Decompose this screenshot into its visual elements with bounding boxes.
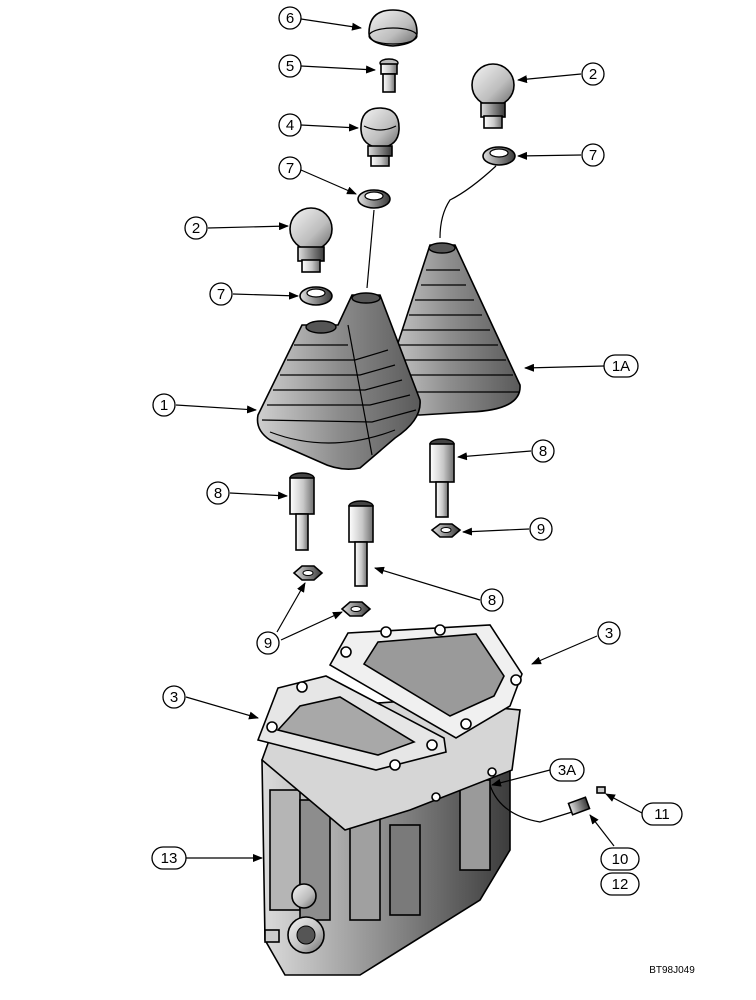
- callout-12: 12: [600, 872, 640, 896]
- lever-rod-center-part: [348, 500, 374, 587]
- single-bellows-boot-part: [381, 242, 521, 416]
- gasket-plate-left-part: [256, 675, 447, 771]
- drawing-reference-code: BT98J049: [649, 965, 695, 976]
- valve-body-part: [261, 759, 511, 976]
- svg-text:6: 6: [286, 10, 294, 27]
- svg-text:11: 11: [654, 806, 670, 823]
- svg-text:13: 13: [161, 850, 178, 867]
- svg-text:2: 2: [589, 66, 597, 83]
- lever-rod-right-part: [429, 438, 455, 518]
- callout-13: 13: [151, 846, 187, 870]
- callout-2-upper: 2: [581, 62, 605, 86]
- callout-7-middle: 7: [278, 156, 302, 180]
- dome-cap-part: [368, 9, 418, 47]
- callout-3-left: 3: [162, 685, 186, 709]
- svg-text:9: 9: [264, 635, 272, 652]
- svg-text:7: 7: [589, 147, 597, 164]
- callout-6: 6: [278, 6, 302, 30]
- gasket-plate-right-part: [328, 624, 523, 739]
- svg-text:1: 1: [160, 397, 168, 414]
- svg-text:7: 7: [217, 286, 225, 303]
- pin-part: [379, 58, 399, 93]
- svg-text:3: 3: [170, 689, 178, 706]
- callout-10: 10: [600, 847, 640, 871]
- hex-nut-left-part: [292, 565, 324, 581]
- svg-text:12: 12: [612, 876, 629, 893]
- callout-8-right: 8: [531, 439, 555, 463]
- callout-3-right: 3: [597, 621, 621, 645]
- svg-text:1A: 1A: [612, 358, 630, 375]
- ball-knob-part: [360, 107, 400, 167]
- callout-2-left: 2: [184, 216, 208, 240]
- wire-harness-part: [489, 784, 573, 823]
- svg-text:5: 5: [286, 58, 294, 75]
- ring-part-upper-right: [482, 146, 516, 166]
- callout-1: 1: [152, 393, 176, 417]
- svg-text:9: 9: [537, 521, 545, 538]
- svg-text:3: 3: [605, 625, 613, 642]
- svg-text:3A: 3A: [558, 762, 576, 779]
- callout-8-center: 8: [480, 588, 504, 612]
- svg-text:8: 8: [539, 443, 547, 460]
- terminal-part: [596, 786, 606, 794]
- hex-nut-center-part: [340, 601, 372, 617]
- svg-text:10: 10: [612, 851, 629, 868]
- svg-text:8: 8: [214, 485, 222, 502]
- callout-4: 4: [278, 113, 302, 137]
- lever-rod-left-part: [289, 472, 315, 551]
- callout-1A: 1A: [603, 354, 639, 378]
- connector-part: [567, 796, 591, 816]
- svg-text:2: 2: [192, 220, 200, 237]
- callout-5: 5: [278, 54, 302, 78]
- double-bellows-boot-part: [256, 292, 421, 470]
- callout-7-left: 7: [209, 282, 233, 306]
- callout-8-left: 8: [206, 481, 230, 505]
- svg-text:7: 7: [286, 160, 294, 177]
- callout-9-left: 9: [256, 631, 280, 655]
- ring-part-middle: [357, 189, 391, 209]
- leader-lines: [175, 18, 643, 862]
- callout-11: 11: [641, 802, 683, 826]
- svg-text:4: 4: [286, 117, 294, 134]
- ring-part-left: [299, 286, 333, 306]
- callout-9-right: 9: [529, 517, 553, 541]
- callout-7-upper: 7: [581, 143, 605, 167]
- hex-nut-right-part: [430, 523, 462, 538]
- svg-text:8: 8: [488, 592, 496, 609]
- ball-knob-right-part: [471, 63, 515, 129]
- callout-3A: 3A: [549, 758, 585, 782]
- ball-knob-left-part: [289, 207, 333, 273]
